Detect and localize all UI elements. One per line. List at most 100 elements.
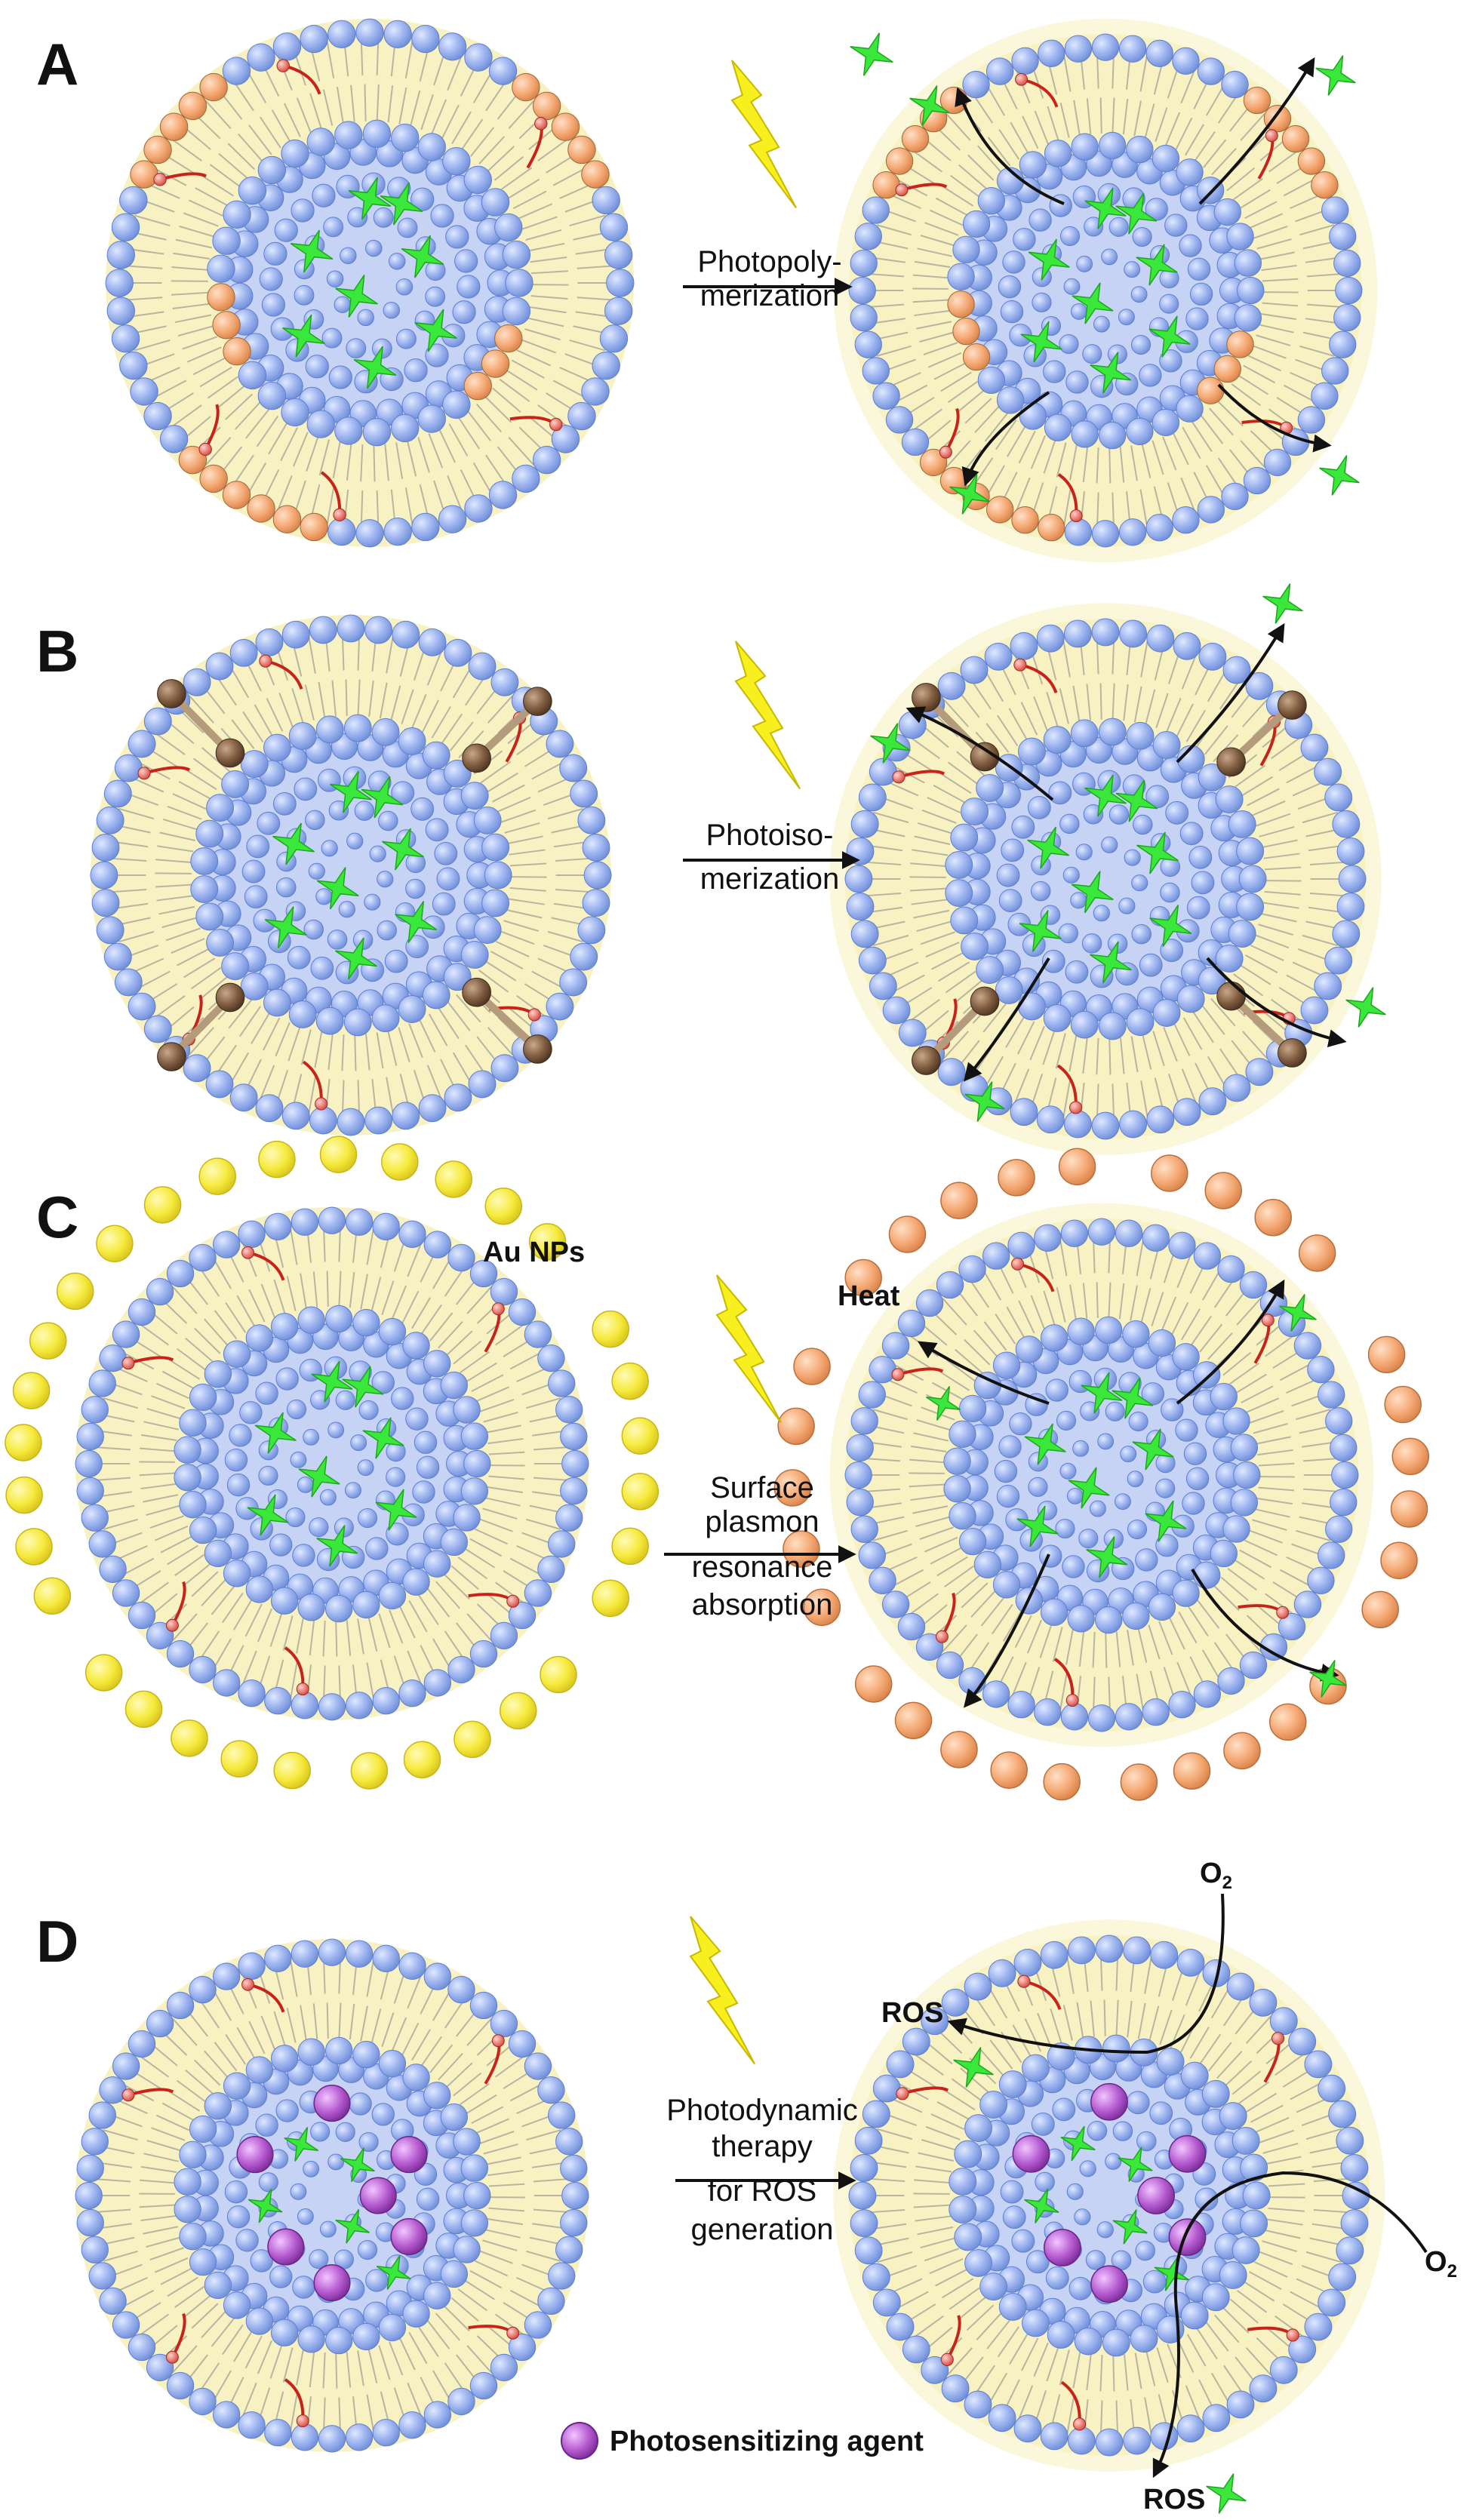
lipid-tail: [868, 273, 904, 278]
lipid-tail: [212, 1257, 232, 1289]
lipid-head: [166, 1259, 195, 1288]
core-lipid-head: [1093, 315, 1110, 333]
lipid-tail: [577, 265, 614, 269]
lipid-tail: [418, 1019, 436, 1053]
lipid-head: [947, 263, 975, 290]
core-lipid-head: [996, 1485, 1020, 1508]
lipid-tail: [357, 2350, 364, 2386]
lipid-tail: [495, 2313, 525, 2337]
lipid-head: [950, 823, 979, 852]
core-lipid-head: [1126, 2091, 1150, 2115]
lipid-tail: [1047, 106, 1059, 141]
lipid-tail: [1096, 447, 1099, 484]
lipid-head: [447, 1975, 475, 2004]
lipid-head: [1245, 1058, 1274, 1086]
lipid-head: [979, 2090, 1008, 2119]
lipid-tail: [1119, 447, 1125, 483]
released-drug-star: [926, 1386, 961, 1421]
lipid-tail: [171, 404, 202, 428]
lipid-tail: [1256, 334, 1291, 346]
lipid-head: [1118, 518, 1147, 546]
polymerizable-lipid: [130, 160, 158, 189]
lipid-tail: [516, 994, 547, 1018]
lipid-tail: [326, 1271, 329, 1307]
lipid-tail: [864, 1488, 900, 1492]
lipid-head: [1307, 1566, 1335, 1595]
lipid-tail: [443, 1573, 470, 1600]
lipid-tail: [1253, 225, 1288, 239]
lipid-head: [205, 1070, 234, 1099]
core-lipid-head: [1089, 1500, 1106, 1517]
oxygen-label-right: O2: [1425, 2246, 1457, 2282]
core-lipid-head: [436, 867, 460, 891]
lipid-tail: [149, 1515, 184, 1529]
lipid-head: [1172, 1343, 1200, 1371]
lipid-tail: [1050, 2008, 1062, 2044]
core-lipid-head: [388, 253, 406, 270]
lipid-tail: [431, 99, 447, 134]
lipid-head: [223, 1340, 251, 1368]
lipid-tail: [1185, 124, 1204, 156]
lipid-tail: [516, 349, 551, 367]
lipid-tail: [435, 2313, 460, 2341]
lipid-head: [998, 2070, 1027, 2098]
lipid-tail: [341, 1034, 345, 1071]
lipid-tail: [211, 2318, 235, 2347]
lipid-head: [417, 404, 446, 433]
lipid-tail: [927, 797, 961, 814]
lipid-tail: [509, 887, 546, 892]
lipid-head: [240, 750, 269, 778]
lipid-tail: [1072, 685, 1081, 722]
lipid-head: [1091, 520, 1120, 548]
lipid-head: [850, 1515, 878, 1543]
tether-end: [1065, 1694, 1079, 1707]
polymerizable-lipid: [1243, 86, 1271, 115]
lipid-tail: [1302, 934, 1338, 947]
lipid-head: [1036, 1105, 1065, 1134]
gold-nanoparticle: [484, 1187, 522, 1225]
lipid-head: [1219, 2261, 1247, 2289]
lipid-tail: [946, 1359, 976, 1382]
lipid-head: [1228, 810, 1256, 838]
released-drug-star: [1319, 455, 1360, 496]
core-lipid-head: [410, 797, 435, 821]
lipid-tail: [392, 2017, 407, 2051]
lipid-head: [561, 2181, 589, 2210]
released-drug-star: [1309, 1660, 1347, 1698]
core-lipid-head: [286, 1399, 307, 1420]
core-lipid-head: [369, 845, 386, 862]
lipid-head: [1288, 2027, 1317, 2056]
lipid-head: [958, 1527, 987, 1556]
lipid-head: [1098, 718, 1127, 746]
lipid-tail: [909, 998, 940, 1022]
tether-end: [549, 417, 563, 432]
lipid-tail: [189, 199, 223, 217]
lipid-tail: [1250, 944, 1284, 961]
lipid-head: [190, 875, 219, 903]
ros-label-bottom: ROS: [1143, 2484, 1205, 2515]
lipid-head: [212, 1962, 241, 1990]
lipid-tail: [989, 2039, 1013, 2070]
lipid-tail: [521, 339, 556, 354]
gold-nanoparticle: [500, 1692, 537, 1730]
lipid-head: [297, 1306, 325, 1334]
release-arrow-a1: [955, 87, 1065, 205]
drug-star: [1072, 282, 1114, 324]
lipid-head: [1336, 2236, 1364, 2265]
lipid-tail: [976, 2312, 1002, 2340]
lipid-tail: [1176, 1661, 1192, 1696]
tether-end: [1011, 1257, 1024, 1271]
lipid-tail: [189, 695, 215, 724]
lipid-head: [846, 1488, 874, 1517]
lipid-tail: [156, 1382, 190, 1400]
lipid-tail: [529, 306, 567, 314]
lipid-head: [318, 1693, 346, 1721]
lipid-tail: [435, 1581, 460, 1609]
lipid-head: [502, 297, 531, 326]
lipid-tail: [892, 974, 925, 994]
core-lipid-head: [365, 239, 383, 257]
core-lipid-head: [1112, 2121, 1133, 2141]
released-drug-star: [1345, 987, 1386, 1028]
lipid-head: [560, 1422, 588, 1451]
lipid-tail: [185, 2069, 214, 2094]
